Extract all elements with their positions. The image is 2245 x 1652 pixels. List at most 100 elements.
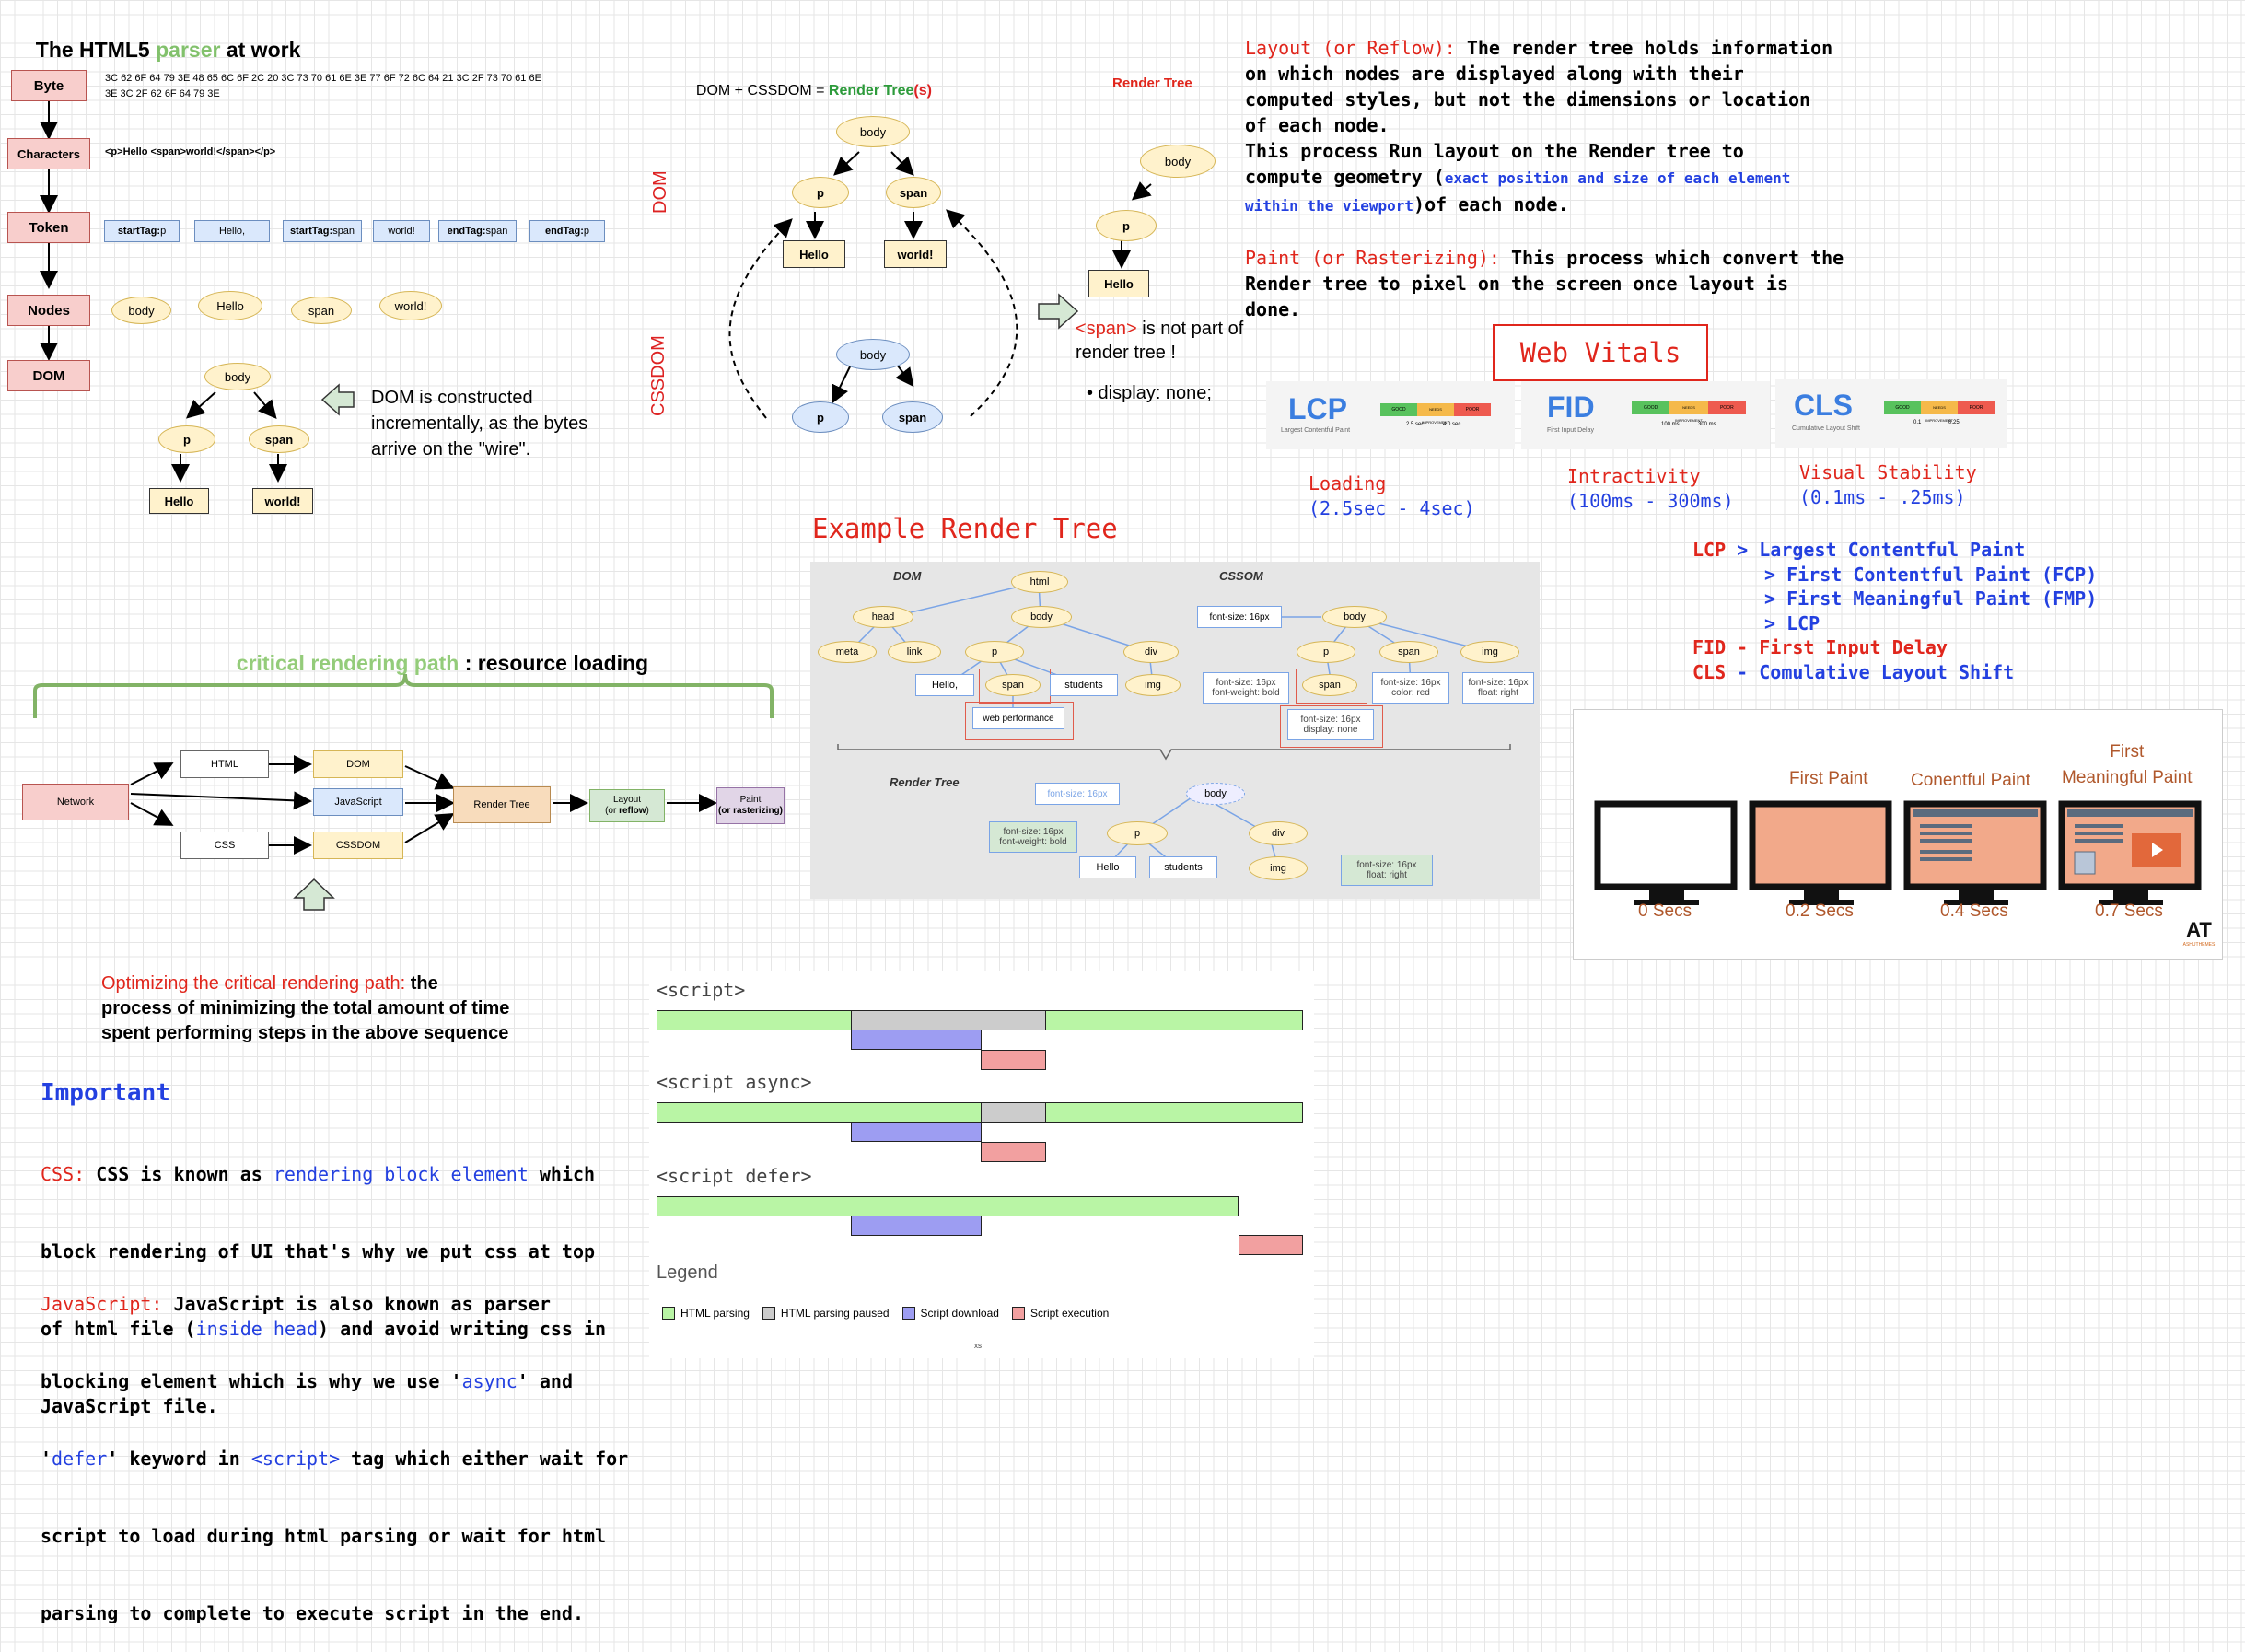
parser-arrows [40, 100, 355, 483]
web-vitals-title: Web Vitals [1493, 324, 1708, 381]
defer-html-parse [657, 1196, 1239, 1216]
dom-tree-p: p [158, 425, 215, 453]
bytes-line-1: 3C 62 6F 64 79 3E 48 65 6C 6F 2C 20 3C 7… [105, 73, 541, 84]
monitor-label-3: Conentful Paint [1911, 771, 2030, 790]
example-render-tree-panel: DOM CSSOM Render Tree html head body met… [810, 562, 1540, 899]
important-css: CSS: CSS is known as rendering block ele… [41, 1163, 607, 1417]
rt-cssom-body: body [836, 339, 910, 370]
stage-dom: DOM [7, 360, 90, 391]
crp-diagram-lines [33, 673, 774, 911]
legend-swatch-html-parsing [662, 1307, 675, 1320]
async-html-parse [657, 1102, 982, 1123]
crp-cssdom: CSSDOM [313, 832, 403, 859]
async-download [851, 1122, 982, 1142]
crp-layout: Layout (or reflow) [589, 789, 665, 822]
node-span: span [291, 297, 352, 324]
cls-abbr: CLS [1794, 389, 1853, 422]
token-3: startTag: span [283, 220, 362, 242]
render-tree-title: Render Tree [1112, 76, 1192, 91]
rt-dom-body: body [836, 116, 910, 147]
important-heading: Important [41, 1079, 170, 1107]
monitor-time-4: 0.7 Secs [2095, 902, 2163, 921]
vitals-card-cls: CLS Cumulative Layout Shift GOOD NEEDS I… [1775, 379, 2007, 448]
cssdom-vertical-label: CSSDOM [648, 335, 669, 416]
defer-execution [1239, 1235, 1303, 1255]
stage-byte: Byte [11, 70, 87, 101]
page-title: The HTML5 parser at work [24, 13, 301, 63]
fid-bar: GOOD NEEDS IMPROVEMENT POOR [1632, 401, 1746, 423]
legend-swatch-download [901, 1307, 915, 1320]
crp-network: Network [22, 784, 129, 820]
crp-css: CSS [180, 832, 269, 859]
monitor-time-3: 0.4 Secs [1940, 902, 2008, 921]
script-row-label-3: <script defer> [657, 1165, 812, 1187]
example-render-tree-title: Example Render Tree [812, 513, 1118, 544]
script-row-label-1: <script> [657, 979, 746, 1001]
vitals-card-fid: FID First Input Delay GOOD NEEDS IMPROVE… [1521, 381, 1770, 449]
vitals-card-lcp: LCP Largest Contentful Paint GOOD NEEDS … [1266, 381, 1515, 449]
display-none-bullet: • display: none; [1087, 383, 1212, 403]
paint-timeline-panel: First Paint Conentful Paint First Meanin… [1573, 709, 2223, 960]
render-heading: DOM + CSSDOM = Render Tree(s) [695, 83, 932, 99]
characters-text: <p>Hello <span>world!</span></p> [105, 146, 276, 157]
legend-swatch-paused [762, 1307, 775, 1320]
crp-optimization-text: Optimizing the critical rendering path: … [101, 973, 510, 1043]
title-parser: parser [156, 38, 221, 62]
legend-footer: xs [974, 1342, 982, 1350]
bytes-line-2: 3E 3C 2F 62 6F 64 79 3E [105, 88, 220, 99]
legend-items: HTML parsing HTML parsing paused Script … [662, 1307, 1109, 1320]
layout-paint-text: Layout (or Reflow): The render tree hold… [1245, 37, 1844, 320]
vital-label-stability: Visual Stability (0.1ms - .25ms) [1799, 461, 1977, 508]
vitals-definitions: LCP > Largest Contentful Paint > First C… [1692, 539, 2098, 683]
async-execution [981, 1142, 1046, 1162]
monitor-2 [1749, 800, 1892, 905]
monitor-label-4: First Meaningful Paint [2062, 742, 2193, 787]
rt-render-p: p [1096, 210, 1157, 241]
script-row-label-2: <script async> [657, 1071, 812, 1093]
legend-swatch-execution [1011, 1307, 1025, 1320]
crp-html: HTML [180, 750, 269, 778]
rt-render-body: body [1140, 145, 1216, 178]
lcp-bar: GOOD NEEDS IMPROVEMENT POOR [1380, 403, 1491, 425]
monitor-time-2: 0.2 Secs [1786, 902, 1854, 921]
script-download [851, 1030, 982, 1050]
cls-sub: Cumulative Layout Shift [1792, 425, 1860, 432]
fid-abbr: FID [1547, 390, 1595, 424]
dom-tree-world: world! [252, 488, 313, 514]
rt-dom-p: p [792, 177, 849, 208]
async-html-resume [1045, 1102, 1303, 1123]
dom-vertical-label: DOM [650, 170, 670, 214]
fid-sub: First Input Delay [1547, 427, 1594, 434]
example-tree-lines [837, 581, 1511, 868]
script-execution [981, 1050, 1046, 1070]
legend-title: Legend [657, 1262, 718, 1283]
script-timing-panel: <script> <script async> <script defer> L… [649, 971, 1314, 1358]
lcp-abbr: LCP [1288, 392, 1347, 425]
async-html-paused [981, 1102, 1046, 1123]
script-html-paused [851, 1010, 1046, 1030]
script-html-resume [1045, 1010, 1303, 1030]
title-prefix: The HTML5 [35, 38, 157, 62]
ashuthemes-logo: AT ASHUTHEMES [2182, 918, 2216, 948]
rt-cssom-p: p [792, 401, 849, 433]
rt-dom-hello: Hello [783, 240, 845, 268]
defer-download [851, 1216, 982, 1236]
token-2: Hello, [194, 220, 270, 242]
monitor-4 [2058, 800, 2202, 905]
rt-render-hello: Hello [1088, 270, 1149, 297]
crp-javascript: JavaScript [313, 788, 403, 816]
vital-label-loading: Loading (2.5sec - 4sec) [1309, 472, 1475, 519]
dom-tree-span: span [249, 425, 309, 453]
dom-note: DOM is constructed incrementally, as the… [371, 388, 588, 460]
token-6: endTag: p [529, 220, 605, 242]
monitor-1 [1594, 800, 1738, 905]
stage-token: Token [7, 212, 90, 243]
monitors-drawing [1594, 800, 2202, 905]
cls-bar: GOOD NEEDS IMPROVEMENT POOR [1884, 401, 1995, 423]
node-world: world! [379, 291, 442, 320]
rt-cssom-span: span [882, 401, 943, 433]
rt-dom-span: span [886, 177, 941, 208]
crp-heading: critical rendering path : resource loadi… [236, 651, 649, 675]
monitor-label-2: First Paint [1789, 769, 1868, 788]
